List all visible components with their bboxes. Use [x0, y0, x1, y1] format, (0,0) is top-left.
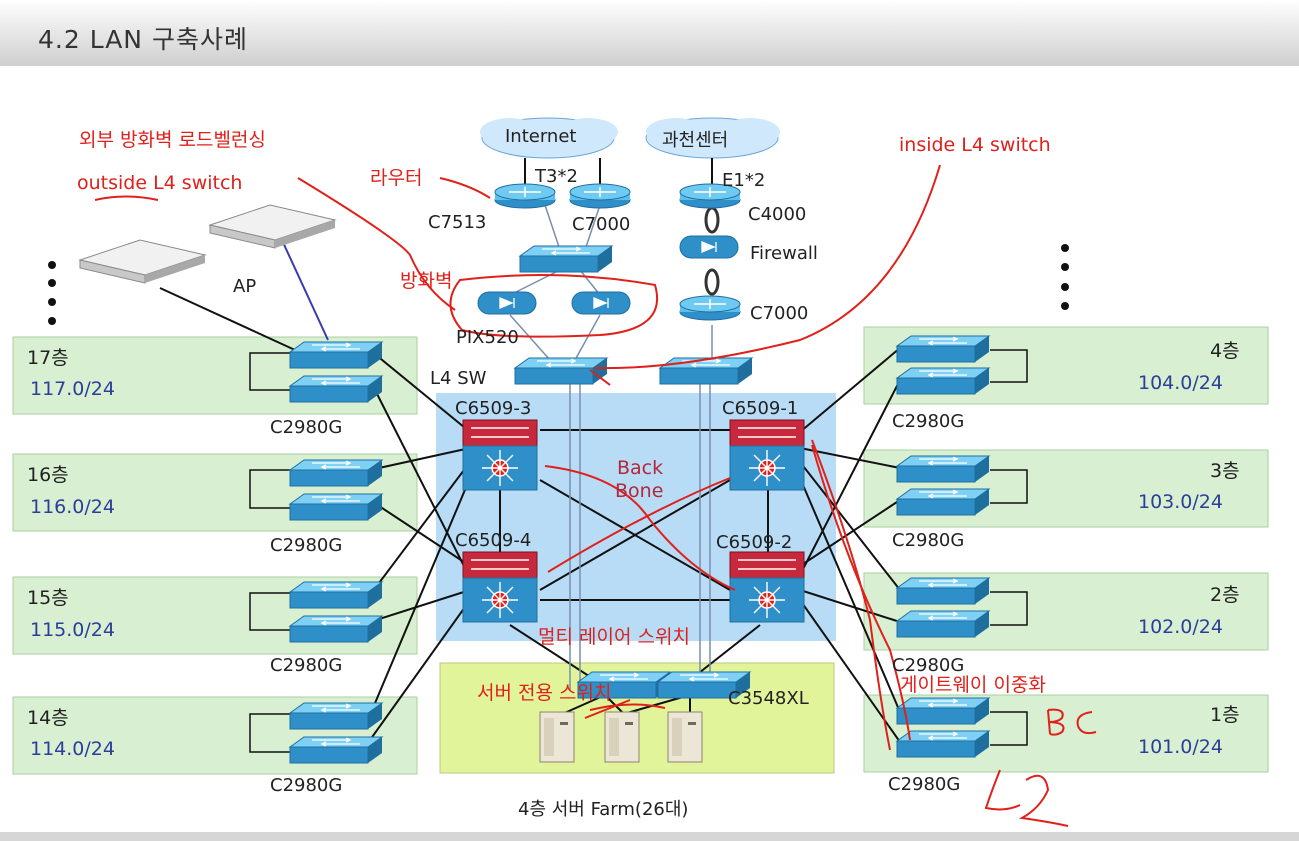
switch-label: C2980G — [892, 411, 965, 432]
firewall-device — [679, 235, 739, 259]
switch-label: C2980G — [270, 775, 343, 796]
firewall-label: Firewall — [750, 243, 818, 264]
annotation-multilayer: 멀티 레이어 스위치 — [538, 626, 690, 648]
server-3 — [667, 711, 703, 763]
subnet-label: 103.0/24 — [1138, 491, 1223, 513]
floor-label: 14층 — [27, 707, 69, 729]
server-2 — [604, 711, 640, 763]
annotation-outside-lb: 외부 방화벽 로드벨런싱 — [79, 129, 266, 151]
l4-switch-outside — [514, 357, 608, 385]
core-c6509-3 — [462, 419, 538, 491]
core-c6509-4 — [462, 551, 538, 623]
center-cloud — [645, 117, 780, 159]
server-farm-label: 4층 서버 Farm(26대) — [518, 799, 689, 820]
e1-label: E1*2 — [722, 170, 766, 191]
floor-label: 4층 — [1210, 340, 1240, 362]
ap-device-1 — [79, 239, 206, 284]
switch-label: C2980G — [888, 774, 961, 795]
l4-switch-inside — [659, 357, 753, 385]
floor-label: 15층 — [27, 587, 69, 609]
subnet-label: 101.0/24 — [1138, 736, 1223, 758]
annotation-router: 라우터 — [370, 167, 423, 189]
subnet-label: 115.0/24 — [30, 619, 115, 641]
ap-device-2 — [209, 204, 336, 249]
subnet-label: 116.0/24 — [30, 496, 115, 518]
l4sw-label: L4 SW — [430, 368, 487, 389]
switch-label: C2980G — [270, 417, 343, 438]
t3-label: T3*2 — [535, 166, 578, 187]
c6509-4-label: C6509-4 — [455, 530, 532, 551]
right-floor-panels — [863, 326, 1269, 773]
floor-label: 3층 — [1210, 460, 1240, 482]
floor-label: 16층 — [27, 464, 69, 486]
subnet-label: 102.0/24 — [1138, 616, 1223, 638]
c7000-top-label: C7000 — [572, 214, 631, 235]
backbone-label-1: Back — [617, 457, 664, 479]
network-links — [159, 158, 901, 743]
red-annotation-strokes — [94, 164, 1097, 827]
left-more-dots — [48, 261, 56, 325]
floor-label: 1층 — [1210, 704, 1240, 726]
floor-label: 2층 — [1210, 584, 1240, 606]
switch-dmz — [519, 245, 613, 273]
annotation-firewall: 방화벽 — [400, 270, 453, 292]
floor-label: 17층 — [27, 347, 69, 369]
annotation-server-switch: 서버 전용 스위치 — [477, 682, 612, 704]
core-c6509-1 — [729, 419, 805, 491]
internet-label: Internet — [505, 126, 577, 147]
c4000-c7000-link — [704, 206, 720, 234]
center-label: 과천센터 — [662, 130, 729, 151]
subnet-label: 117.0/24 — [30, 378, 115, 400]
router-c7000-mid — [679, 295, 741, 321]
subnet-label: 104.0/24 — [1138, 372, 1223, 394]
right-more-dots — [1061, 244, 1069, 310]
c7513-label: C7513 — [428, 212, 487, 233]
c3548xl-label: C3548XL — [728, 688, 809, 709]
page-title: 4.2 LAN 구축사례 — [38, 25, 248, 54]
stack-links — [249, 349, 1028, 753]
subnet-label: 114.0/24 — [30, 738, 115, 760]
switch-label: C2980G — [270, 655, 343, 676]
switch-label: C2980G — [892, 655, 965, 676]
c6509-1-label: C6509-1 — [722, 398, 799, 419]
server-1 — [539, 711, 575, 763]
core-c6509-2 — [729, 551, 805, 623]
router-c7000-top — [569, 183, 631, 209]
pix520-label: PIX520 — [456, 327, 519, 348]
footer-bar — [0, 832, 1299, 841]
backbone-label-2: Bone — [615, 480, 664, 502]
c4000-label: C4000 — [748, 204, 807, 225]
header-bar: 4.2 LAN 구축사례 — [0, 0, 1299, 66]
internet-cloud — [480, 117, 618, 159]
annotation-outside-l4: outside L4 switch — [77, 172, 243, 194]
router-c7513 — [494, 183, 556, 209]
annotation-gateway-dup: 게이트웨이 이중화 — [900, 674, 1046, 696]
firewall-c7000-link — [704, 268, 720, 296]
pix520-b — [571, 291, 631, 315]
c7000-mid-label: C7000 — [750, 303, 809, 324]
ap-label: AP — [233, 276, 257, 297]
switch-label: C2980G — [892, 530, 965, 551]
annotation-inside-l4: inside L4 switch — [899, 134, 1051, 156]
switch-label: C2980G — [270, 535, 343, 556]
pix520-a — [477, 291, 537, 315]
c6509-3-label: C6509-3 — [455, 398, 532, 419]
c6509-2-label: C6509-2 — [716, 532, 793, 553]
